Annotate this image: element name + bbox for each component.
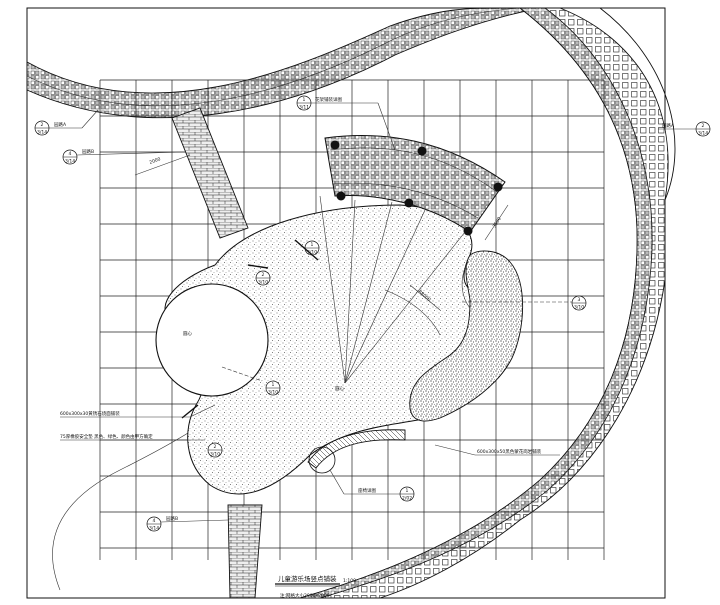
callout-ref: 2/02 [402, 496, 412, 502]
callout-text: 园路B [82, 148, 94, 155]
diagonal-walk-upper [171, 107, 249, 239]
drawing-scale: 1:100 [343, 578, 356, 584]
pergola-column [404, 198, 414, 208]
dim-3500-text: 3500 [492, 216, 503, 229]
pergola-column [417, 146, 427, 156]
grid-note: 注:网格大小2000x2000 [280, 592, 330, 599]
callout-ref: 3/14 [149, 526, 159, 532]
callout-path-a-right: 2 3/14 园路A [658, 121, 711, 137]
callout-ref: 3/10 [268, 390, 278, 396]
callout-text: 园路B [166, 515, 178, 522]
callout-number: 1 [303, 97, 306, 103]
curved-path-right-outer-stripe [599, 7, 676, 201]
note-text: 600x300x50黑色蒙花岗岩铺装 [477, 448, 542, 455]
callout-number: 2 [214, 444, 217, 450]
pergola-column [330, 140, 340, 150]
callout-path-b-lower: 4 3/14 园路B [146, 515, 229, 532]
callout-text: 座椅详图 [358, 487, 376, 494]
callout-ref: 3/10 [258, 280, 268, 286]
dark-granite-area [409, 250, 524, 422]
kidney-inner-edge [461, 261, 471, 309]
callout-pergola-detail: 1 3/11 花架铺装详图 [296, 95, 396, 151]
callout-ref: 3/10 [574, 305, 584, 311]
note-rubber-mat: 75厚橡胶安全垫 黑色、绿色、颜色由甲方确定 [60, 433, 205, 441]
callout-number: 3 [578, 297, 581, 303]
fan-pergola-inner-arc-2 [331, 182, 479, 219]
callout-section-3: 3 3/10 [462, 295, 587, 311]
callout-section-2a: 2 3/10 [247, 264, 271, 286]
fan-pergola-inner-arc [329, 147, 498, 193]
note-text: 600x300x30黄锈石烧面铺装 [60, 410, 120, 417]
callout-path-b-left: 4 3/14 园路B [62, 148, 186, 165]
callout-ref: 3/14 [698, 131, 708, 137]
callout-ref: 3/10 [210, 452, 220, 458]
sand-circle [155, 283, 269, 397]
callout-section-1b: 1 3/10 [221, 366, 281, 396]
radial-setout-lines [319, 195, 466, 384]
callout-number: 2 [262, 272, 265, 278]
callout-number: 2 [41, 122, 44, 128]
curved-path-top-inner-edge [26, 7, 521, 107]
pergola-column [336, 191, 346, 201]
callout-number: 1 [311, 242, 314, 248]
circle-center-label: 圆心 [183, 330, 192, 337]
pergola-column [493, 182, 503, 192]
callout-section-1a: 1 3/10 [294, 239, 320, 261]
drawing-title: 儿童游乐场竖点铺装 [278, 574, 337, 583]
callout-ref: 3/14 [37, 130, 47, 136]
callout-section-2b: 2 3/10 [181, 404, 223, 458]
callout-ref: 3/10 [307, 250, 317, 256]
dim-2000-text: 2000 [149, 156, 162, 166]
callout-ref: 3/14 [65, 159, 75, 165]
callout-number: 2 [702, 123, 705, 129]
note-text: 75厚橡胶安全垫 黑色、绿色、颜色由甲方确定 [60, 433, 153, 440]
callout-bench-detail: 1 2/02 座椅详图 [329, 469, 415, 502]
drawing-title-block: 儿童游乐场竖点铺装 1:100 注:网格大小2000x2000 [275, 574, 356, 599]
curved-bench [307, 429, 406, 469]
callout-number: 1 [406, 488, 409, 494]
callout-ref: 3/11 [299, 105, 309, 111]
pergola-columns [330, 140, 503, 236]
dim-3500: 3500 [484, 204, 509, 241]
callout-number: 4 [69, 151, 72, 157]
lower-walk [227, 504, 263, 599]
note-600x300x30: 600x300x30黄锈石烧面铺装 [60, 404, 216, 418]
pergola-column [463, 226, 473, 236]
callout-path-a-left: 2 3/14 园路A [34, 109, 99, 136]
callout-text: 园路A [662, 122, 675, 129]
fan-center-label: 圆心 [335, 385, 344, 392]
bench-end-circle [308, 446, 336, 474]
callout-number: 1 [272, 382, 275, 388]
dim-2000: 2000 [134, 154, 191, 176]
curved-path-right-border [299, 7, 653, 599]
callout-text: 园路A [54, 121, 67, 128]
callout-number: 4 [153, 518, 156, 524]
callout-text: 花架铺装详图 [315, 96, 342, 103]
note-600x300x50: 600x300x50黑色蒙花岗岩铺装 [434, 444, 560, 456]
